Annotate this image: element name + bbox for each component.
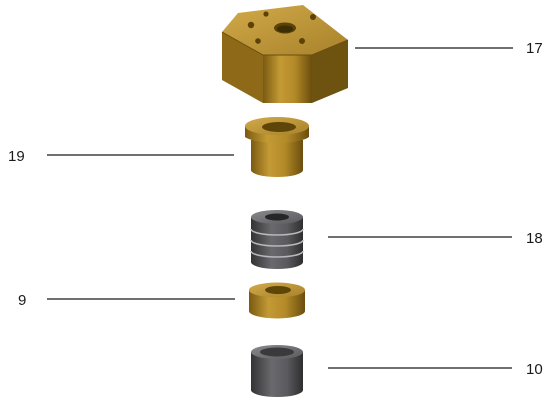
- sleeve-icon: [251, 345, 303, 397]
- callout-label-17: 17: [526, 40, 543, 57]
- callout-label-18: 18: [526, 230, 543, 247]
- ring-icon: [249, 282, 305, 319]
- callout-label-10: 10: [526, 361, 543, 378]
- seal-stack-icon: [250, 210, 304, 269]
- callout-label-9: 9: [18, 292, 26, 309]
- flanged-bushing-icon: [245, 117, 309, 177]
- callout-label-19: 19: [8, 148, 25, 165]
- hex-nut-icon: [221, 5, 349, 103]
